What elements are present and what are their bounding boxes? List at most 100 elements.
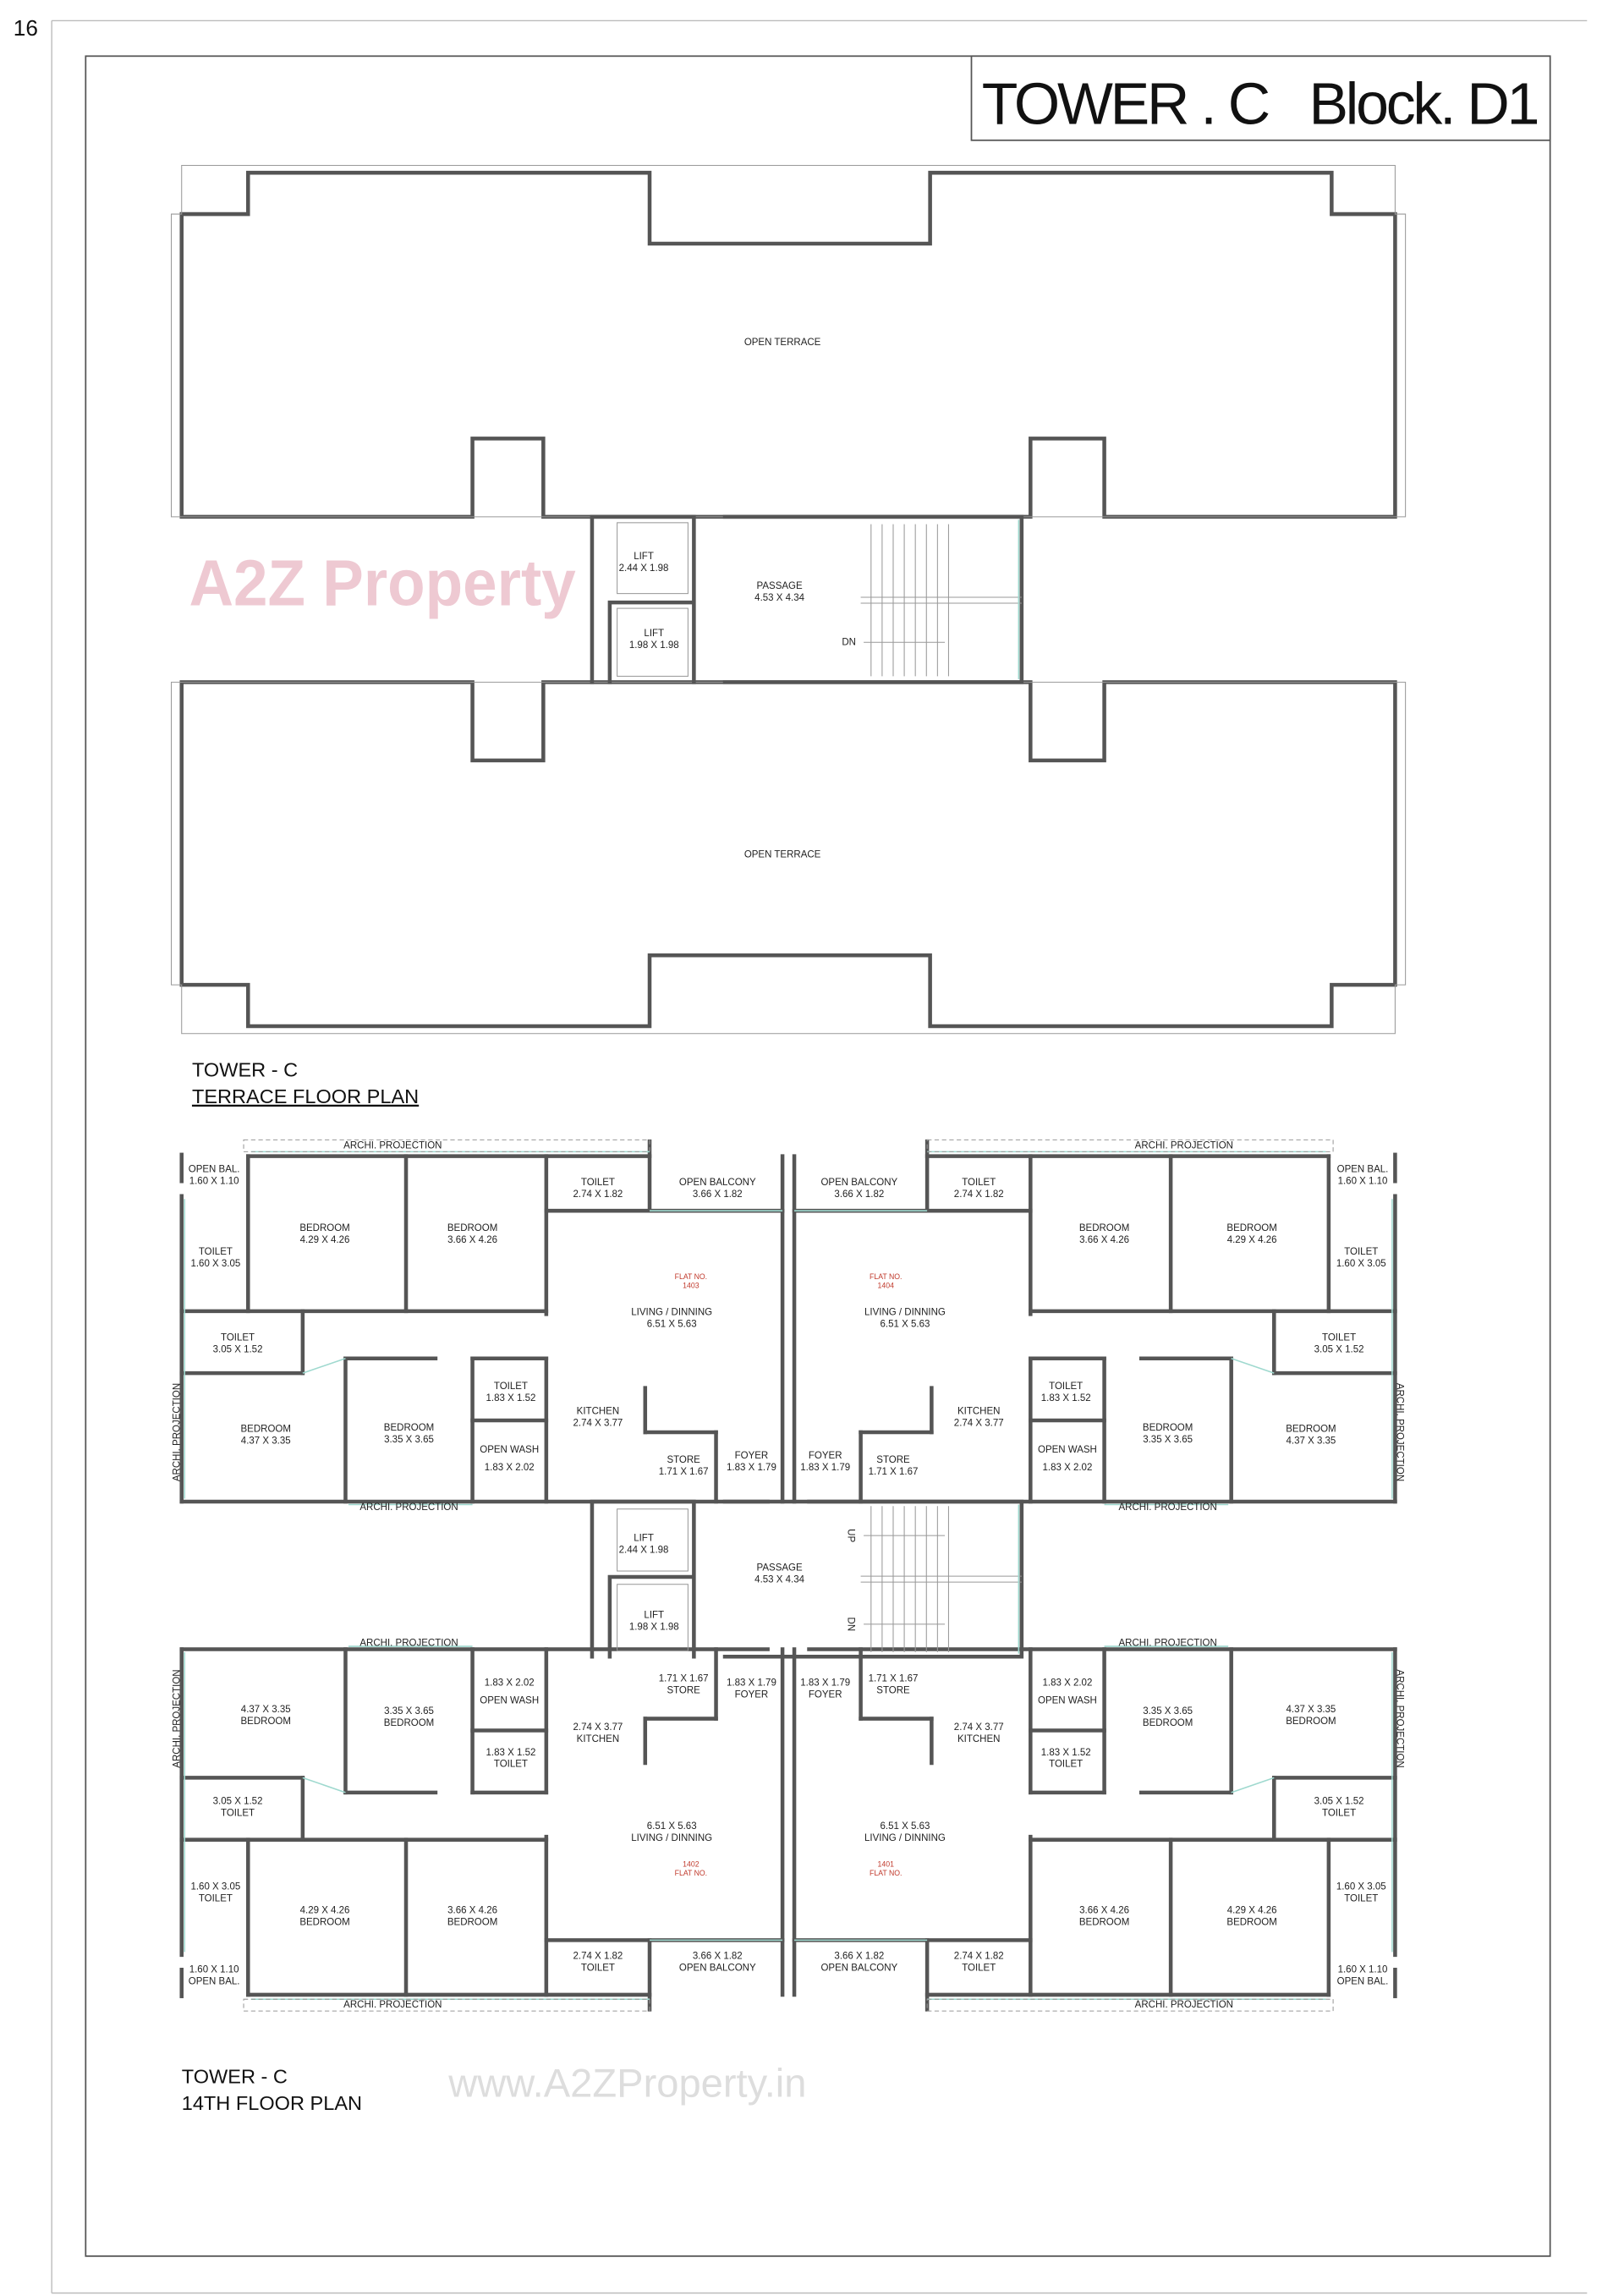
room-size: 4.37 X 3.35 bbox=[1287, 1705, 1336, 1715]
room-size: 1.83 X 1.52 bbox=[1041, 1748, 1091, 1758]
room-name: BEDROOM bbox=[1079, 1917, 1129, 1927]
room-size: 3.05 X 1.52 bbox=[1314, 1796, 1364, 1806]
room-name: FOYER bbox=[735, 1451, 769, 1461]
title-box bbox=[970, 55, 1551, 141]
room-size: 3.66 X 4.26 bbox=[447, 1906, 497, 1916]
typical-caption-plan: 14TH FLOOR PLAN bbox=[182, 2092, 362, 2114]
terrace-lift-a-size: 2.44 X 1.98 bbox=[619, 563, 669, 574]
room-label: OPEN BAL.1.60 X 1.10 bbox=[1337, 1164, 1389, 1186]
flat-number-label: FLAT NO. bbox=[675, 1272, 707, 1281]
room-name: BEDROOM bbox=[241, 1717, 291, 1727]
terrace-passage-size: 4.53 X 4.34 bbox=[754, 593, 804, 603]
room-name: LIVING / DINNING bbox=[631, 1308, 712, 1318]
room-size: 3.66 X 4.26 bbox=[1079, 1235, 1129, 1245]
sheet-title: TOWER . C Block. D1 bbox=[982, 71, 1540, 137]
typical-lift-a-size: 2.44 X 1.98 bbox=[619, 1546, 669, 1556]
room-size: 4.29 X 4.26 bbox=[300, 1235, 350, 1245]
room-label: BEDROOM 3.35 X 3.65 bbox=[384, 1423, 434, 1445]
room-size: 1.83 X 1.79 bbox=[800, 1463, 850, 1473]
room-name: OPEN BAL. bbox=[1337, 1164, 1389, 1174]
room-name: TOILET bbox=[199, 1894, 233, 1904]
typical-dn-label: DN bbox=[845, 1618, 855, 1632]
page-number: 16 bbox=[14, 15, 38, 41]
room-size: 3.05 X 1.52 bbox=[1314, 1344, 1364, 1354]
room-label: OPEN BAL.1.60 X 1.10 bbox=[189, 1964, 240, 1986]
room-size: 1.60 X 1.10 bbox=[189, 1964, 239, 1975]
room-size: 1.60 X 3.05 bbox=[190, 1259, 240, 1269]
room-name: STORE bbox=[667, 1455, 700, 1465]
archi-projection-label: ARCHI. PROJECTION bbox=[359, 1502, 458, 1513]
room-size: 2.74 X 3.77 bbox=[573, 1722, 623, 1733]
room-size: 4.37 X 3.35 bbox=[241, 1705, 291, 1715]
room-size: 3.35 X 3.65 bbox=[384, 1706, 434, 1717]
room-size: 4.29 X 4.26 bbox=[1227, 1235, 1277, 1245]
room-size: 1.83 X 2.02 bbox=[485, 1463, 535, 1473]
room-name: LIVING / DINNING bbox=[631, 1833, 712, 1843]
room-name: OPEN BAL. bbox=[189, 1976, 240, 1986]
room-size: 3.66 X 4.26 bbox=[447, 1235, 497, 1245]
room-name: TOILET bbox=[199, 1247, 233, 1257]
room-name: BEDROOM bbox=[384, 1423, 434, 1433]
room-name: BEDROOM bbox=[299, 1223, 349, 1233]
archi-projection-label: ARCHI. PROJECTION bbox=[173, 1383, 183, 1481]
room-name: OPEN BALCONY bbox=[820, 1178, 897, 1188]
room-name: TOILET bbox=[581, 1964, 615, 1974]
room-name: OPEN BAL. bbox=[189, 1164, 240, 1174]
room-name: STORE bbox=[876, 1685, 910, 1695]
room-label: BEDROOM 4.29 X 4.26 bbox=[299, 1223, 349, 1245]
room-size: 4.29 X 4.26 bbox=[1227, 1906, 1277, 1916]
room-name: LIVING / DINNING bbox=[864, 1308, 946, 1318]
room-size: 2.74 X 3.77 bbox=[954, 1419, 1004, 1429]
typical-passage-name: PASSAGE bbox=[757, 1563, 803, 1574]
room-name: TOILET bbox=[494, 1381, 528, 1392]
flats: ARCHI. PROJECTION ARCHI. PROJECTION ARCHI.… bbox=[173, 1139, 1405, 2012]
room-label: TOILET 1.60 X 3.05 bbox=[190, 1247, 240, 1269]
room-size: 3.05 X 1.52 bbox=[213, 1796, 263, 1806]
room-label: OPEN BAL. 1.60 X 1.10 bbox=[189, 1164, 240, 1186]
typical-stairs bbox=[860, 1504, 1022, 1654]
archi-projection-label: ARCHI. PROJECTION bbox=[1135, 2000, 1233, 2010]
typical-lift-a-name: LIFT bbox=[634, 1534, 654, 1544]
room-name: TOILET bbox=[1344, 1247, 1378, 1257]
room-size: 3.66 X 1.82 bbox=[834, 1189, 884, 1200]
room-size: 1.60 X 1.10 bbox=[189, 1176, 239, 1186]
room-size: 3.35 X 3.65 bbox=[384, 1435, 434, 1445]
room-label: BEDROOM 4.37 X 3.35 bbox=[241, 1705, 291, 1727]
terrace-dn-label: DN bbox=[842, 637, 856, 647]
room-name: BEDROOM bbox=[384, 1718, 434, 1728]
window bbox=[1231, 1777, 1275, 1793]
flat-number-label: FLAT NO. bbox=[870, 1869, 902, 1877]
room-size: 4.29 X 4.26 bbox=[300, 1906, 350, 1916]
room-label: TOILET 2.74 X 1.82 bbox=[573, 1952, 623, 1974]
room-size: 2.74 X 3.77 bbox=[954, 1722, 1004, 1733]
room-size: 2.74 X 1.82 bbox=[573, 1952, 623, 1962]
room-size: 1.83 X 1.79 bbox=[727, 1678, 776, 1689]
room-name: TOILET bbox=[962, 1964, 996, 1974]
room-name: LIVING / DINNING bbox=[864, 1833, 946, 1843]
archi-projection-label: ARCHI. PROJECTION bbox=[173, 1669, 183, 1767]
terrace-plan: OPEN TERRACE OPEN TERRACE LIFT 2.44 X 1.… bbox=[170, 164, 1407, 1107]
room-size: 3.66 X 1.82 bbox=[834, 1952, 884, 1962]
room-name: OPEN BALCONY bbox=[679, 1964, 756, 1974]
